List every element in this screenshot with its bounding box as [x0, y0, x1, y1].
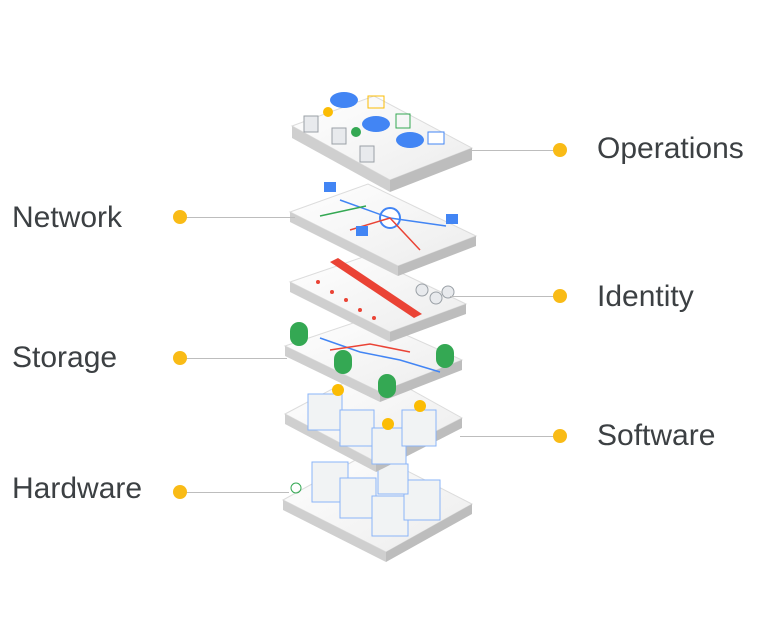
storage-platform: [283, 317, 464, 402]
computer-icon: [446, 214, 458, 224]
software-label: Software: [597, 419, 716, 452]
software-dot: [553, 429, 567, 443]
hardware-label: Hardware: [12, 472, 143, 505]
operations-leader-line: [470, 150, 560, 151]
bicycle-icon: [290, 482, 302, 494]
operations-label: Operations: [597, 132, 744, 165]
software-platform: [283, 367, 464, 472]
identity-leader-line: [450, 296, 560, 297]
computer-icon: [324, 182, 336, 192]
network-platform: [288, 182, 478, 276]
network-leader-line: [185, 217, 295, 218]
cloud-icon-group: [330, 92, 424, 148]
identity-dot: [553, 289, 567, 303]
database-icon-group: [290, 322, 454, 398]
user-icon-group: [316, 280, 455, 320]
storage-leader-line: [185, 358, 287, 359]
firewall-wall: [330, 258, 422, 318]
computer-icon: [356, 226, 368, 236]
server-rack-group-software: [307, 384, 437, 465]
identity-label: Identity: [597, 280, 694, 313]
storage-dot: [173, 351, 187, 365]
identity-platform: [288, 255, 468, 342]
software-leader-line: [460, 436, 560, 437]
network-label: Network: [12, 201, 123, 234]
hardware-platform: [281, 451, 474, 562]
server-rack-group-hardware: [311, 461, 441, 537]
storage-label: Storage: [12, 341, 118, 374]
hardware-dot: [173, 485, 187, 499]
network-dot: [173, 210, 187, 224]
operations-platform: [290, 92, 474, 192]
operations-dot: [553, 143, 567, 157]
hardware-leader-line: [185, 492, 289, 493]
